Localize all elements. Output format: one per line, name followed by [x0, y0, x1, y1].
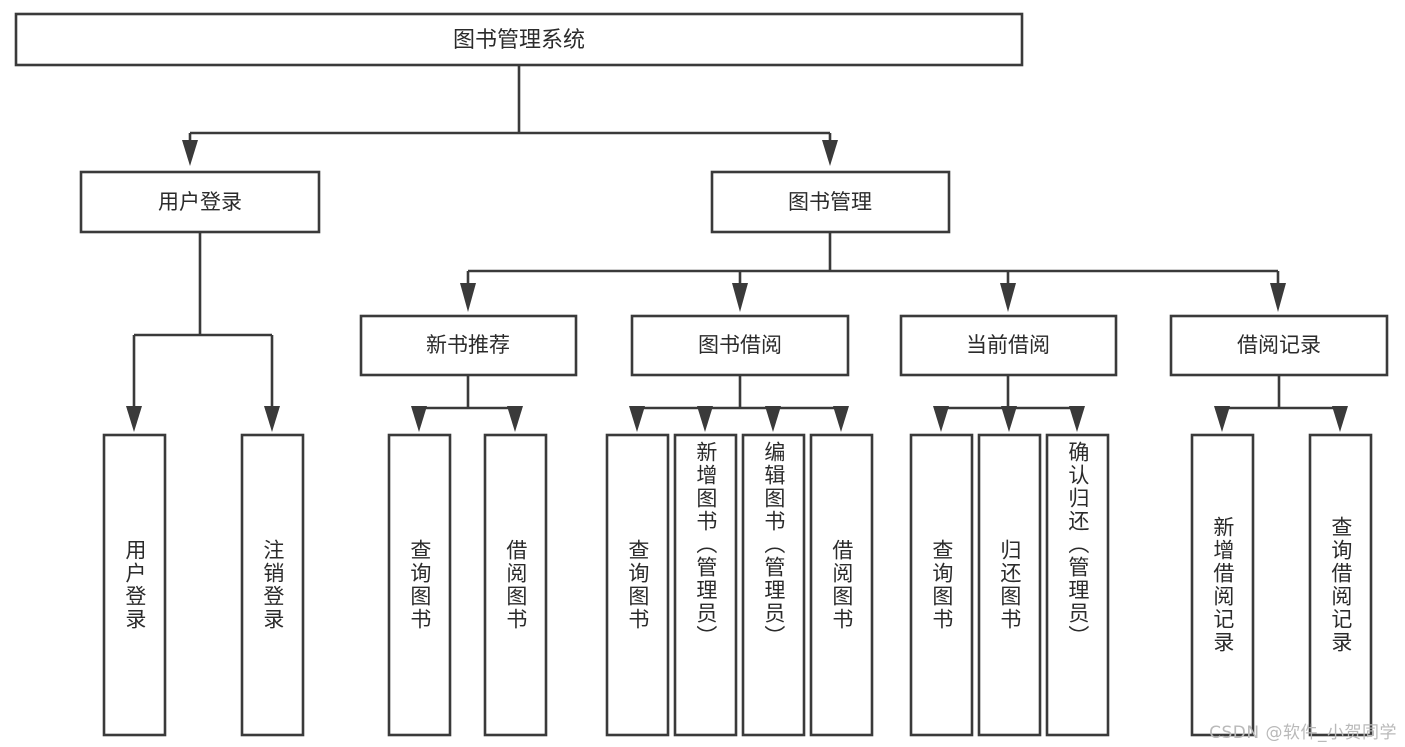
node-user-login-label: 用户登录	[158, 190, 242, 214]
arrow-head-icon	[264, 406, 280, 432]
leaf-box-query-book-borrow[interactable]	[605, 433, 670, 737]
arrow-head-icon	[732, 283, 748, 312]
arrow-head-icon	[126, 406, 142, 432]
connector-current-borrow-to-leaves	[933, 375, 1085, 432]
arrow-head-icon	[1001, 406, 1017, 432]
arrow-head-icon	[507, 406, 523, 432]
node-new-book-recommend-label: 新书推荐	[426, 333, 510, 357]
connector-book-management-to-level3	[460, 232, 1286, 312]
arrow-head-icon	[629, 406, 645, 432]
arrow-head-icon	[1069, 406, 1085, 432]
arrow-head-icon	[933, 406, 949, 432]
node-book-borrow[interactable]: 图书借阅	[630, 314, 850, 377]
node-borrow-record-label: 借阅记录	[1237, 333, 1321, 357]
arrow-head-icon	[1332, 406, 1348, 432]
connector-book-borrow-to-leaves	[629, 375, 849, 432]
leaf-box-add-borrow-record[interactable]	[1190, 433, 1255, 737]
node-user-login-box[interactable]	[79, 170, 321, 234]
leaf-box-query-borrow-record[interactable]	[1308, 433, 1373, 737]
node-book-management[interactable]: 图书管理	[710, 170, 951, 234]
arrow-head-icon	[1214, 406, 1230, 432]
connector-new-book-recommend-to-leaves	[411, 375, 523, 432]
node-borrow-record[interactable]: 借阅记录	[1169, 314, 1389, 377]
arrow-head-icon	[411, 406, 427, 432]
node-root-label: 图书管理系统	[453, 28, 585, 53]
arrow-head-icon	[1000, 283, 1016, 312]
node-current-borrow-label: 当前借阅	[966, 333, 1050, 357]
arrow-head-icon	[765, 406, 781, 432]
arrow-head-icon	[460, 283, 476, 312]
leaf-box-user-login[interactable]	[102, 433, 167, 737]
arrow-head-icon	[697, 406, 713, 432]
leaf-box-confirm-return-admin[interactable]	[1045, 433, 1110, 737]
leaf-box-edit-book-admin[interactable]	[741, 433, 806, 737]
arrow-head-icon	[833, 406, 849, 432]
leaf-box-logout[interactable]	[240, 433, 305, 737]
leaf-box-borrow-book-rec[interactable]	[483, 433, 548, 737]
leaf-box-query-book-current[interactable]	[909, 433, 974, 737]
connector-root-to-level2	[182, 65, 838, 166]
node-book-management-label: 图书管理	[788, 190, 872, 214]
leaf-box-borrow-book[interactable]	[809, 433, 874, 737]
node-new-book-recommend-box[interactable]	[359, 314, 578, 377]
node-root[interactable]: 图书管理系统	[14, 12, 1024, 67]
node-book-borrow-label: 图书借阅	[698, 333, 782, 357]
node-current-borrow-box[interactable]	[899, 314, 1118, 377]
watermark: CSDN @软件_小贺同学	[1209, 723, 1397, 743]
connector-user-login-to-leaves	[126, 232, 280, 432]
connector-borrow-record-to-leaves	[1214, 375, 1348, 432]
leaf-box-query-book-rec[interactable]	[387, 433, 452, 737]
node-root-box[interactable]	[14, 12, 1024, 67]
arrow-head-icon	[1270, 283, 1286, 312]
leaf-box-return-book[interactable]	[977, 433, 1042, 737]
leaf-box-add-book-admin[interactable]	[673, 433, 738, 737]
arrow-head-icon	[822, 140, 838, 166]
node-user-login[interactable]: 用户登录	[79, 170, 321, 234]
node-new-book-recommend[interactable]: 新书推荐	[359, 314, 578, 377]
node-current-borrow[interactable]: 当前借阅	[899, 314, 1118, 377]
arrow-head-icon	[182, 140, 198, 166]
